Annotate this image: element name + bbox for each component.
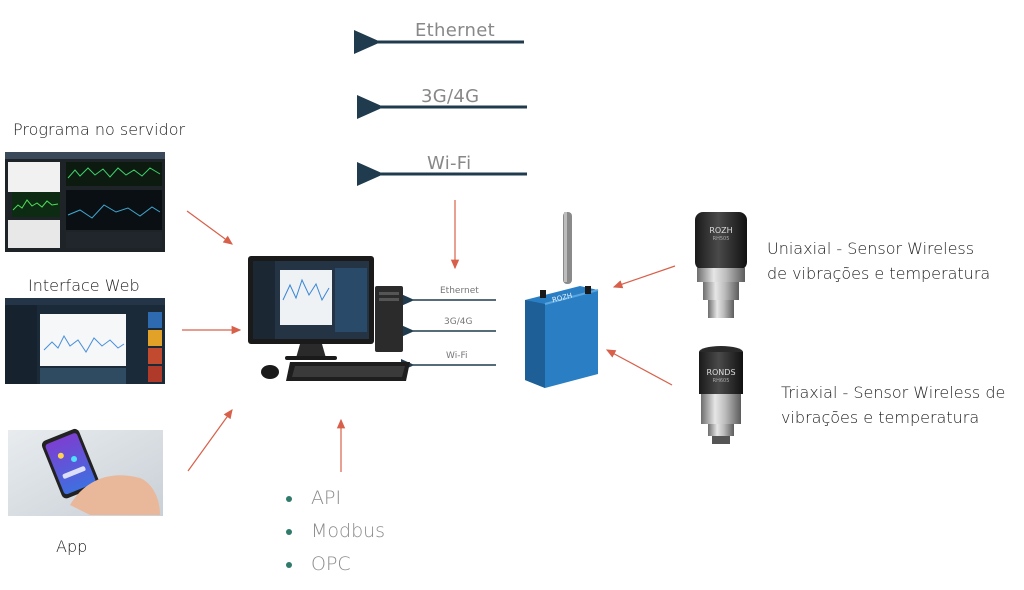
triaxial-label-line1: Triaxial - Sensor Wireless de — [781, 383, 1006, 402]
protocol-item: OPC — [283, 548, 385, 581]
link-label-wifi: Wi-Fi — [446, 351, 468, 361]
uniaxial-label-line1: Uniaxial - Sensor Wireless — [767, 239, 975, 258]
gateway-router — [525, 212, 599, 388]
top-legend-ethernet: Ethernet — [415, 20, 495, 41]
web-interface-label: Interface Web — [28, 276, 140, 295]
triaxial-label-line2: vibrações e temperatura — [781, 408, 980, 427]
protocol-item: Modbus — [283, 515, 385, 548]
uniaxial-label-line2: de vibrações e temperatura — [767, 264, 991, 283]
app-label: App — [56, 537, 88, 556]
web-interface-screenshot — [5, 298, 165, 384]
uniaxial-sensor — [695, 212, 747, 318]
uniaxial-brand-mark: ROZH — [709, 226, 733, 235]
arrow-app-to-computer — [187, 409, 233, 472]
arrow-triaxial-to-gateway — [605, 349, 673, 386]
server-program-label: Programa no servidor — [13, 120, 186, 139]
triaxial-sensor — [699, 346, 743, 444]
top-legend-cellular: 3G/4G — [421, 86, 480, 107]
arrow-uniaxial-to-gateway — [612, 265, 676, 289]
uniaxial-sensor-label: Uniaxial - Sensor Wireless de vibrações … — [767, 236, 990, 286]
link-label-ethernet: Ethernet — [440, 286, 479, 296]
uniaxial-model-mark: RH505 — [712, 236, 730, 242]
triaxial-brand-mark: RONDS — [706, 368, 736, 377]
link-label-cellular: 3G/4G — [444, 317, 473, 327]
app-photo — [8, 428, 163, 516]
desktop-computer — [248, 256, 410, 381]
arrow-server-to-computer — [186, 210, 233, 245]
bullet-icon — [286, 496, 292, 502]
server-program-screenshot — [5, 152, 165, 252]
bullet-icon — [286, 529, 292, 535]
bullet-icon — [286, 562, 292, 568]
protocol-item: API — [283, 482, 385, 515]
triaxial-sensor-label: Triaxial - Sensor Wireless de vibrações … — [781, 380, 1005, 430]
top-legend-wifi: Wi-Fi — [427, 153, 472, 174]
protocols-list: API Modbus OPC — [283, 482, 385, 581]
triaxial-model-mark: RH605 — [712, 378, 730, 384]
